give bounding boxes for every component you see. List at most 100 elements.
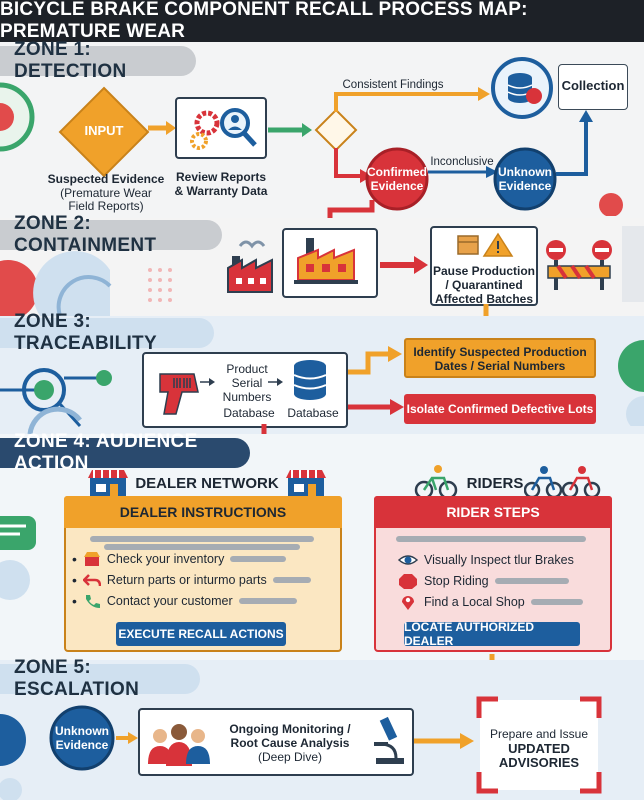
corner-brackets-icon [476,696,602,794]
page-title: BICYCLE BRAKE COMPONENT RECALL PROCESS M… [0,0,644,42]
consistent-findings-label: Consistent Findings [342,79,444,91]
team-icon [148,724,210,766]
dealer-item-label: Return parts or inturmo parts [106,573,267,587]
decor-panel [622,226,644,302]
escalation-unknown-1: Unknown [55,724,109,738]
pause-production-box [430,226,538,306]
store-icon [83,552,100,566]
dealer-item-contact: • Contact your customer [72,593,297,609]
inconclusive-label: Inconclusive [430,156,494,168]
pause-label-1: Pause Production [432,264,536,278]
dealer-item-label: Contact your customer [106,594,233,608]
identify-box [404,338,596,378]
decision-diamond [314,108,358,152]
unknown-label-2: Evidence [498,179,552,193]
cyclists-group-icon [524,466,601,499]
text-placeholder-bar [530,599,583,605]
unknown-label-1: Unknown [498,165,552,179]
decor-circle-icon [0,82,35,152]
eye-icon [398,555,418,565]
storefront-icon [286,470,326,496]
locate-authorized-dealer-button[interactable]: LOCATE AUTHORIZED DEALER [404,620,580,648]
execute-recall-actions-button[interactable]: EXECUTE RECALL ACTIONS [116,622,286,646]
microscope-icon [374,716,404,764]
arrow-consistent-icon [334,87,490,112]
database-label-2: Database [287,406,339,420]
collection-box [558,64,628,110]
updated-label: UPDATED [508,741,570,756]
product-label-2: Serial [231,376,263,390]
monitoring-box [138,708,414,776]
map-pin-icon [402,596,414,610]
monitoring-label-3: (Deep Dive) [257,750,323,764]
arrow-right-icon [148,121,176,135]
arrow-small-icon [200,378,215,386]
confirmed-label-2: Evidence [370,179,424,193]
confirmed-label-1: Confirmed [367,165,427,179]
rider-panel-header [374,496,612,528]
arrow-right-icon [414,733,474,749]
dealer-item-label: Check your inventory [106,552,225,566]
collection-database-icon [491,57,553,119]
decor-circle-right-icon [618,340,644,426]
arrow-up-icon [556,110,593,176]
factory-large-icon [294,238,358,284]
text-placeholder-bar [230,556,287,562]
text-placeholder-bar [494,578,569,584]
text-placeholder-bar [104,544,300,550]
gears-magnifier-icon [190,108,257,150]
product-label-1: Product [226,362,268,376]
decor-network-icon [0,368,112,434]
decor-dot-icon [599,193,623,216]
rider-item-find: Find a Local Shop [398,594,583,610]
isolate-label: Isolate Confirmed Defective Lots [406,402,594,416]
arrow-right-icon [268,123,312,137]
phone-icon [85,595,100,608]
rider-item-label: Stop Riding [424,574,489,588]
advisories-box [480,700,598,790]
product-label-3: Numbers [222,390,272,404]
storefront-icon [88,470,128,496]
arrow-identify-icon [348,346,402,375]
arrow-right-icon [380,256,428,274]
traceability-box [142,352,348,428]
zone-2-label: ZONE 2: CONTAINMENT [0,213,222,256]
collection-label: Collection [561,78,625,93]
identify-label-1: Identify Suspected Production [413,345,587,359]
decor-chat-icon [0,516,36,600]
prepare-label: Prepare and Issue [489,727,589,741]
arrow-inconclusive-icon [428,166,498,178]
rider-item-stop: Stop Riding [398,573,569,589]
factory-icon [227,240,273,293]
review-label-2: & Warranty Data [174,184,268,198]
arrow-small-icon [268,378,283,386]
barcode-scanner-icon [159,373,199,415]
dealer-instructions-title: DEALER INSTRUCTIONS [119,504,287,520]
pause-label-3: Affected Batches [434,292,534,306]
zone-4-label: ZONE 4: AUDIENCE ACTION [0,431,250,474]
arrow-right-icon [116,732,138,744]
factory-box [282,228,378,298]
confirmed-evidence-circle [365,147,429,211]
zone-3-label: ZONE 3: TRACEABILITY [0,311,214,354]
unknown-evidence-circle [493,147,557,211]
review-label-1: Review Reports [175,170,267,184]
riders-title: RIDERS [466,475,524,492]
decor-circle-icon [0,714,26,800]
text-placeholder-bar [238,598,297,604]
review-box [175,97,267,159]
text-placeholder-bar [396,536,586,542]
arrow-isolate-icon [348,399,404,415]
dealer-network-title: DEALER NETWORK [135,475,279,492]
zone-5-label: ZONE 5: ESCALATION [0,657,200,700]
suspected-evidence-title: Suspected Evidence [47,172,165,186]
rider-steps-title: RIDER STEPS [446,504,540,520]
barrier-icon [546,240,612,290]
rider-item-inspect: Visually Inspect tlur Brakes [398,552,574,568]
cyclist-icon [414,465,458,500]
text-placeholder-bar [272,577,311,583]
escalation-unknown-2: Evidence [55,738,109,752]
decor-shapes-icon [0,251,172,316]
advisories-label: ADVISORIES [498,755,580,770]
